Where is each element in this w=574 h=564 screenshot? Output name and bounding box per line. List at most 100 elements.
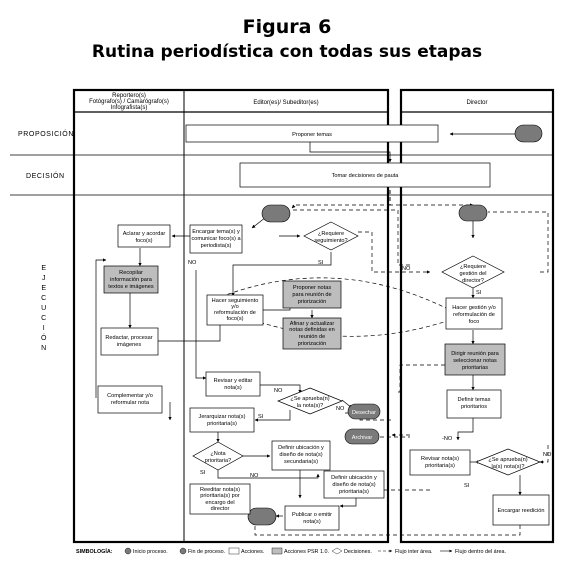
svg-text:¿Se aprueba(n): ¿Se aprueba(n)	[488, 457, 527, 463]
decision-requiere-gestion: ¿Requiere gestión del director?	[441, 255, 505, 289]
phase-ejecucion-letter: N	[41, 345, 47, 352]
svg-text:la nota(s)?: la nota(s)?	[297, 403, 323, 409]
svg-text:Definir ubicación y: Definir ubicación y	[278, 445, 324, 451]
decision-se-aprueba-director: ¿Se aprueba(n) la(s) nota(s)?	[475, 448, 541, 476]
legend-end: Fin de proceso.	[188, 549, 225, 555]
phase-ejecucion-letter: E	[41, 265, 46, 272]
decision-se-aprueba-editor: ¿Se aprueba(n) la nota(s)?	[277, 387, 343, 415]
flow-label-si: SI	[318, 260, 324, 266]
legend-start-symbol	[124, 547, 132, 555]
svg-text:Publicar o emitir: Publicar o emitir	[292, 512, 332, 518]
box-redactar: Redactar, procesar imágenes	[100, 327, 159, 356]
column-reporters-line3: Infografista(s)	[111, 105, 148, 111]
swimlane-frame	[10, 88, 555, 544]
svg-text:Aclarar y acordar: Aclarar y acordar	[123, 231, 166, 237]
svg-text:foco(s): foco(s)	[226, 316, 243, 322]
box-tomar-decisiones: Tomar decisiones de pauta	[239, 162, 491, 188]
box-hacer-gestion: Hacer gestión y/o reformulación de foco	[445, 297, 503, 330]
archivar-label: Archivar	[352, 435, 373, 441]
box-definir-prioritaria: Definir ubicación y diseño de nota(s) pr…	[323, 470, 385, 499]
column-editors: Editor(es)/ Subeditor(es)	[253, 100, 318, 106]
start-terminal-director	[458, 204, 488, 222]
svg-text:prioritaria(s): prioritaria(s)	[339, 489, 369, 495]
svg-text:Definir ubicación y: Definir ubicación y	[331, 475, 377, 481]
flow-label-si: SI	[200, 470, 206, 476]
svg-text:Redactar, procesar: Redactar, procesar	[105, 335, 152, 341]
svg-text:foco: foco	[469, 319, 480, 325]
svg-text:diseño de nota(s): diseño de nota(s)	[332, 482, 375, 488]
box-recopilar: Recopilar información para textos e imág…	[103, 265, 159, 294]
svg-text:prioritaria(s) por: prioritaria(s) por	[200, 493, 240, 499]
svg-text:Definir temas: Definir temas	[458, 397, 491, 403]
box-definir-temas: Definir temas prioritarios	[446, 389, 502, 419]
legend-decision: Decisiones.	[344, 549, 372, 555]
flow-label-no: NO	[336, 406, 345, 412]
legend-start: Inicio proceso.	[133, 549, 168, 555]
figure-title: Rutina periodística con todas sus etapas	[91, 42, 483, 62]
start-terminal-director-top	[514, 124, 543, 143]
svg-text:la(s) nota(s)?: la(s) nota(s)?	[492, 464, 525, 470]
svg-text:¿Requiere: ¿Requiere	[318, 231, 344, 237]
phase-ejecucion: E J E C U C I Ó N	[41, 265, 47, 352]
box-revisar-editar: Revisar y editar nota(s)	[205, 371, 261, 397]
svg-text:reformulación de: reformulación de	[214, 310, 256, 316]
svg-text:¿Requiere: ¿Requiere	[460, 264, 486, 270]
svg-text:y/o: y/o	[231, 304, 238, 310]
svg-text:prioritaria(s): prioritaria(s)	[425, 463, 455, 469]
svg-text:prioritarios: prioritarios	[461, 404, 487, 410]
svg-text:¿Se aprueba(n): ¿Se aprueba(n)	[290, 396, 329, 402]
box-dirigir-reunion: Dirigir reunión para seleccionar notas p…	[444, 343, 506, 376]
box-aclarar-foco: Aclarar y acordar foco(s)	[117, 224, 171, 248]
box-reeditar: Reeditar nota(s) prioritaria(s) por enca…	[189, 483, 251, 515]
box-definir-secundaria: Definir ubicación y diseño de nota(s) se…	[271, 440, 331, 471]
svg-text:Encargar tema(s) y: Encargar tema(s) y	[192, 229, 240, 235]
svg-text:priorización: priorización	[298, 299, 327, 305]
svg-text:director?: director?	[462, 278, 484, 284]
svg-text:Proponer notas: Proponer notas	[293, 285, 331, 291]
svg-text:Afinar y actualizar: Afinar y actualizar	[290, 321, 335, 327]
svg-text:seguimiento?: seguimiento?	[314, 238, 347, 244]
box-jerarquizar: Jerarquizar nota(s) prioritaria(s)	[189, 407, 255, 433]
phase-ejecucion-letter: C	[41, 315, 47, 322]
legend-action-symbol	[228, 547, 240, 555]
figure-number: Figura 6	[242, 16, 332, 38]
svg-text:Recopilar: Recopilar	[119, 270, 143, 276]
box-revisar-prioritaria: Revisar nota(s) prioritaria(s)	[409, 449, 471, 476]
phase-ejecucion-letter: I	[43, 325, 46, 332]
svg-text:diseño de nota(s): diseño de nota(s)	[279, 452, 322, 458]
svg-text:prioritarias: prioritarias	[462, 365, 488, 371]
column-reporters-line2: Fotógrafo(s) / Camarógrafo(s)	[89, 99, 169, 105]
box-encargar-reedicion: Encargar reedición	[492, 494, 550, 526]
phase-ejecucion-letter: Ó	[41, 333, 47, 342]
flow-label-no-dash: -NO	[442, 436, 453, 442]
box-hacer-seguimiento: Hacer seguimiento y/o reformulación de f…	[206, 294, 264, 326]
svg-text:prioritaria(s): prioritaria(s)	[207, 421, 237, 427]
svg-text:periodista(s): periodista(s)	[201, 243, 232, 249]
column-director: Director	[466, 100, 487, 106]
svg-text:para reunión de: para reunión de	[292, 292, 331, 298]
svg-text:secundaria(s): secundaria(s)	[284, 459, 318, 465]
svg-text:Complementar y/o: Complementar y/o	[107, 393, 153, 399]
legend: SIMBOLOGÍA: Inicio proceso. Fin de proce…	[76, 547, 506, 555]
svg-text:Revisar y editar: Revisar y editar	[214, 378, 253, 384]
svg-text:nota(s): nota(s)	[303, 519, 321, 525]
svg-text:reformulación de: reformulación de	[453, 312, 495, 318]
svg-text:priorización: priorización	[298, 341, 327, 347]
svg-text:Encargar reedición: Encargar reedición	[498, 508, 545, 514]
flow-label-si: SI	[476, 290, 482, 296]
svg-text:comunicar foco(s) a: comunicar foco(s) a	[191, 236, 241, 242]
svg-text:reformular nota: reformular nota	[111, 400, 150, 406]
svg-text:foco(s): foco(s)	[135, 238, 152, 244]
svg-text:prioritaria?: prioritaria?	[205, 458, 231, 464]
decision-requiere-seguimiento: ¿Requiere seguimiento?	[303, 221, 359, 251]
svg-text:Reeditar nota(s): Reeditar nota(s)	[200, 487, 240, 493]
legend-inter: Flujo inter área.	[395, 549, 432, 555]
svg-text:reunión de: reunión de	[299, 334, 325, 340]
svg-text:director: director	[211, 506, 230, 512]
phase-ejecucion-letter: C	[41, 295, 47, 302]
legend-psr-symbol	[271, 547, 283, 555]
svg-text:textos e imágenes: textos e imágenes	[108, 284, 154, 290]
decision-nota-prioritaria: ¿Nota prioritaria?	[192, 441, 244, 471]
box-proponer-notas: Proponer notas para reunión de priorizac…	[282, 280, 342, 309]
